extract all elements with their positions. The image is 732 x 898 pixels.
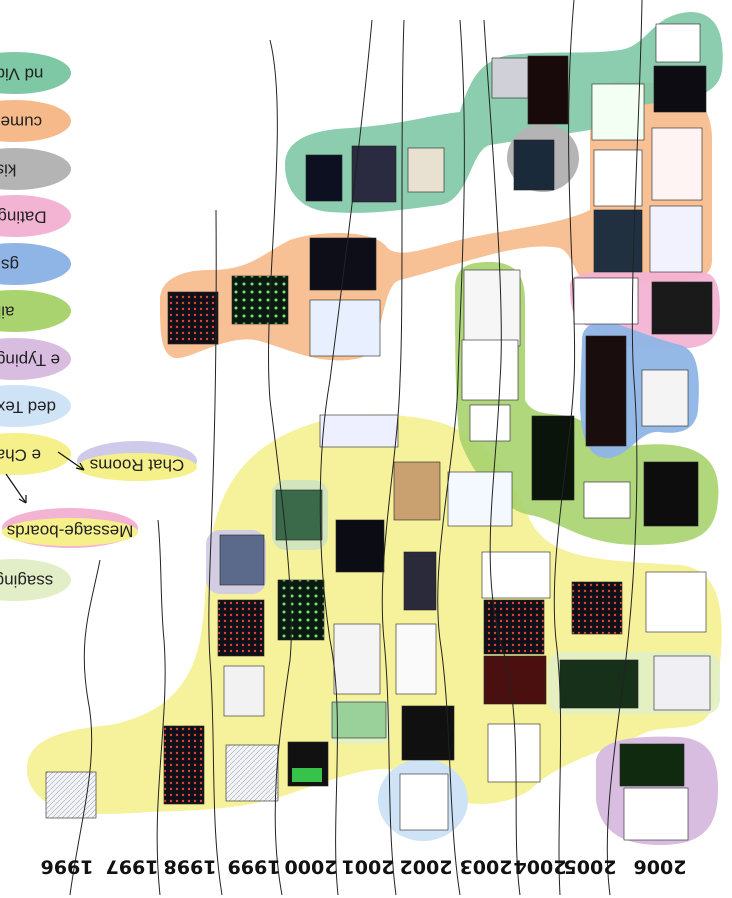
legend-label-video: nd Video: [0, 65, 43, 84]
thumbnail: [277, 579, 325, 641]
thumbnail: [461, 339, 519, 401]
thumbnail: [225, 744, 279, 802]
legend: nd Video cuments kis Dating gs ail e Typ…: [0, 52, 197, 601]
region-documents: [160, 81, 712, 361]
thumbnail: [531, 415, 575, 501]
thumbnail: [527, 55, 569, 125]
thumbnail: [309, 299, 381, 357]
thumbnail: [643, 461, 699, 527]
legend-label-wikis: kis: [0, 161, 16, 180]
thumbnail: [623, 787, 689, 841]
thumbnail: [447, 471, 513, 527]
thumbnail: [335, 519, 385, 573]
year-label: 1997: [106, 856, 159, 878]
legend-label-chat: e Chat: [0, 446, 41, 465]
thumbnail: [463, 269, 521, 347]
legend-message-boards: Message-boards: [2, 508, 138, 548]
thumbnail: [219, 534, 265, 586]
thumbnail: [305, 154, 343, 202]
message-boards-label: Message-boards: [7, 522, 134, 541]
legend-item-wikis: kis: [0, 148, 71, 190]
thumbnail: [651, 127, 703, 201]
thumbnail: [275, 489, 323, 541]
region-chat: [26, 414, 722, 814]
legend-label-threaded-text: ded Text: [0, 398, 56, 417]
legend-item-messaging: ssaging: [0, 559, 71, 601]
thumbnail: [401, 705, 455, 761]
thumbnail: [403, 551, 437, 611]
year-label: 1999: [228, 856, 281, 878]
legend-label-documents: cuments: [0, 113, 42, 132]
arrow-to-message-boards: [5, 473, 27, 504]
thumbnail: [331, 701, 387, 739]
thumbnail: [653, 65, 707, 113]
thumbnail: [309, 237, 377, 291]
chat-rooms-label: Chat Rooms: [90, 456, 184, 475]
thumbnail: [481, 551, 551, 599]
thumbnails: [45, 23, 713, 841]
thumbnail: [573, 277, 639, 325]
thumbnail: [351, 145, 397, 203]
thumbnail: [407, 147, 445, 193]
legend-item-dating: Dating: [0, 195, 71, 237]
legend-label-dating: Dating: [0, 208, 47, 227]
year-label: 2003: [460, 856, 513, 878]
thumbnail: [585, 335, 627, 447]
thumbnail: [483, 599, 545, 655]
legend-label-messaging: ssaging: [0, 572, 53, 591]
thumbnail: [223, 665, 265, 717]
year-label: 1998: [164, 856, 217, 878]
thumbnail: [333, 623, 381, 695]
thumbnail: [591, 83, 645, 141]
thumbnail: [559, 659, 639, 709]
year-dividers: [69, 0, 643, 896]
thumbnail: [45, 771, 97, 819]
thumbnail: [217, 599, 265, 657]
thumbnail: [619, 743, 685, 787]
legend-label-blogs: gs: [1, 256, 19, 275]
legend-label-email: ail: [0, 303, 15, 322]
thumbnail: [653, 655, 711, 711]
thumbnail: [513, 139, 555, 191]
thumbnail: [167, 291, 219, 345]
thumbnail: [583, 481, 631, 519]
year-label: 2006: [634, 856, 687, 878]
thumbnail: [393, 461, 441, 521]
year-label: 1996: [41, 856, 94, 878]
legend-item-chat: e Chat: [0, 433, 71, 475]
thumbnail: [163, 725, 205, 805]
legend-item-blogs: gs: [0, 243, 71, 285]
legend-item-email: ail: [0, 290, 71, 332]
year-label: 2005: [564, 856, 617, 878]
legend-item-typing: e Typing: [0, 338, 71, 380]
legend-item-video: nd Video: [0, 52, 71, 94]
thumbnail: [483, 655, 547, 705]
year-label: 2000: [285, 856, 338, 878]
legend-item-threaded-text: ded Text: [0, 385, 71, 427]
year-axis: 1996 1997 1998 1999 2000 2001 2002 2003 …: [41, 856, 687, 878]
thumbnail: [641, 369, 689, 427]
thumbnail: [399, 773, 449, 831]
arrow-to-chat-rooms: [57, 451, 85, 471]
thumbnail: [651, 281, 713, 335]
thumbnail: [571, 581, 623, 635]
thumbnail: [491, 57, 529, 99]
thumbnail: [655, 23, 701, 63]
legend-label-typing: e Typing: [0, 351, 60, 370]
thumbnail: [649, 205, 703, 273]
year-label: 2001: [342, 856, 395, 878]
legend-item-documents: cuments: [0, 100, 71, 142]
thumbnail: [469, 404, 511, 442]
thumbnail: [231, 275, 289, 325]
year-label: 2004: [514, 856, 567, 878]
thumbnail: [645, 571, 707, 633]
thumbnail: [487, 723, 541, 783]
thumbnail: [593, 149, 643, 207]
year-label: 2002: [400, 856, 453, 878]
thumbnail: [395, 623, 437, 695]
legend-chat-rooms: Chat Rooms: [77, 441, 197, 481]
thumbnail: [319, 414, 399, 448]
